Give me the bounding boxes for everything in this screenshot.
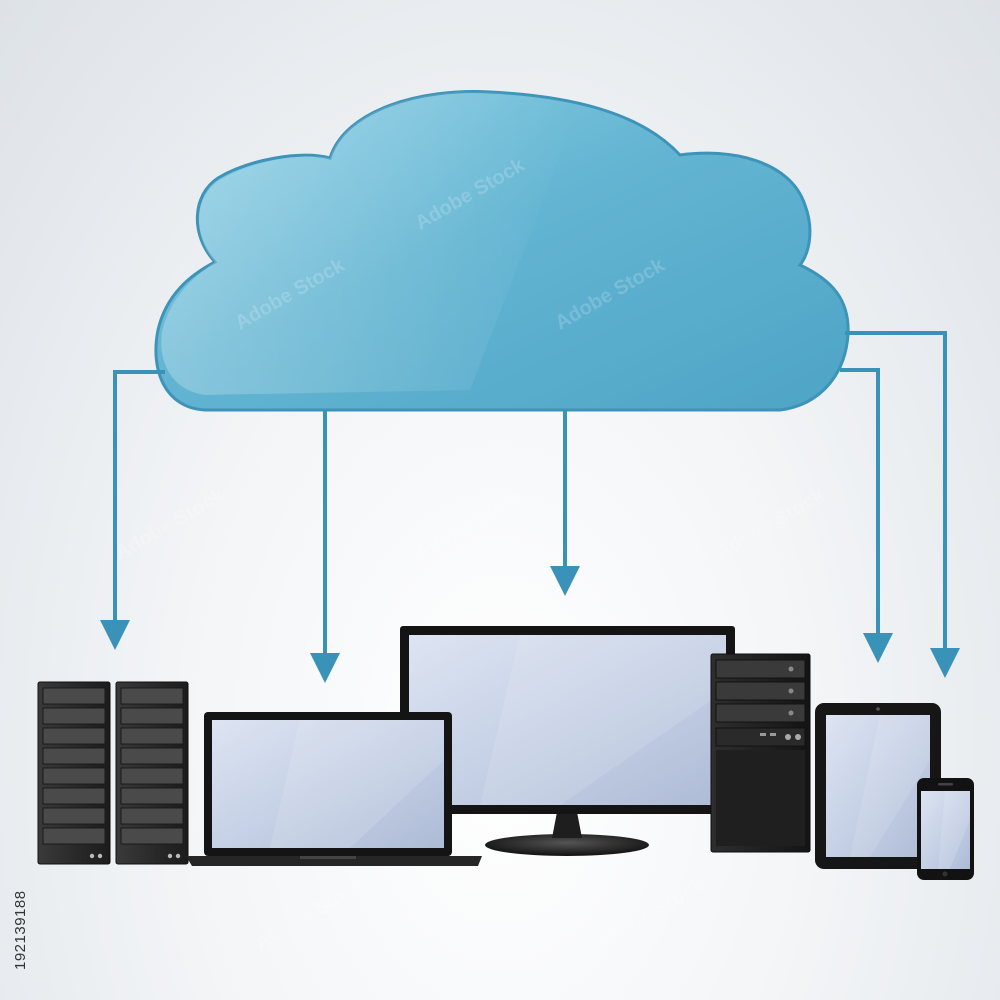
arrowhead-monitor [550,566,580,596]
watermark-text: Adobe Stock [112,484,230,565]
smartphone-icon [917,778,974,880]
watermark-text: Adobe Stock [712,484,830,565]
cloud-icon [154,90,850,412]
tower-pc-icon [710,653,811,853]
tablet-icon [815,703,941,869]
arrow-to-tablet [840,368,880,635]
arrowheads [100,566,960,683]
watermark-text: Adobe Stock [592,874,710,955]
arrowhead-laptop [310,653,340,683]
arrow-to-servers [113,370,165,622]
arrows [113,331,947,655]
arrowhead-servers [100,620,130,650]
arrowhead-tablet [863,633,893,663]
arrow-to-phone [845,331,947,650]
desktop-monitor-icon [400,626,735,856]
watermark-text: Adobe Stock [412,484,530,565]
server-rack-icon [37,681,189,865]
arrowhead-phone [930,648,960,678]
laptop-icon [186,712,482,866]
server-left [37,681,111,865]
server-right [115,681,189,865]
watermark-text: Adobe Stock [252,874,370,955]
stock-image-id: 192139188 [12,890,29,970]
